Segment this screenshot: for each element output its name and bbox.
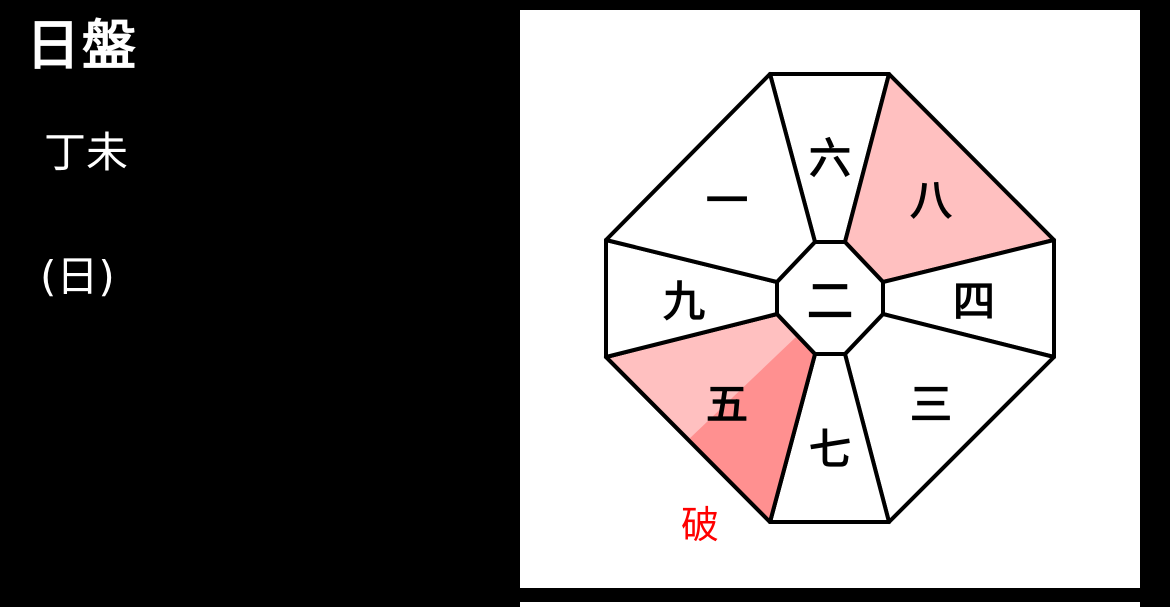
label-south: 七	[809, 425, 851, 474]
page-title: 日盤	[26, 14, 138, 77]
label-southwest: 五	[706, 380, 748, 429]
board-panel: 二 六 八 四 三 七 五 九 一 破	[520, 10, 1140, 588]
bottom-strip	[520, 602, 1140, 607]
label-southeast: 三	[910, 380, 952, 429]
stem-branch-label: 丁未	[44, 128, 129, 177]
label-north: 六	[809, 134, 851, 183]
label-northeast: 八	[910, 176, 953, 225]
day-kind-label: (日)	[40, 252, 115, 301]
sector-southwest-shade	[688, 336, 815, 522]
label-east: 四	[953, 277, 995, 326]
center-cell	[775, 240, 885, 356]
label-center: 二	[807, 274, 853, 328]
break-label: 破	[681, 503, 719, 547]
info-panel: 日盤 丁未 (日)	[0, 0, 520, 607]
octagon-board: 二 六 八 四 三 七 五 九 一 破	[604, 72, 1056, 547]
label-northwest: 一	[706, 176, 748, 225]
label-west: 九	[663, 277, 705, 326]
